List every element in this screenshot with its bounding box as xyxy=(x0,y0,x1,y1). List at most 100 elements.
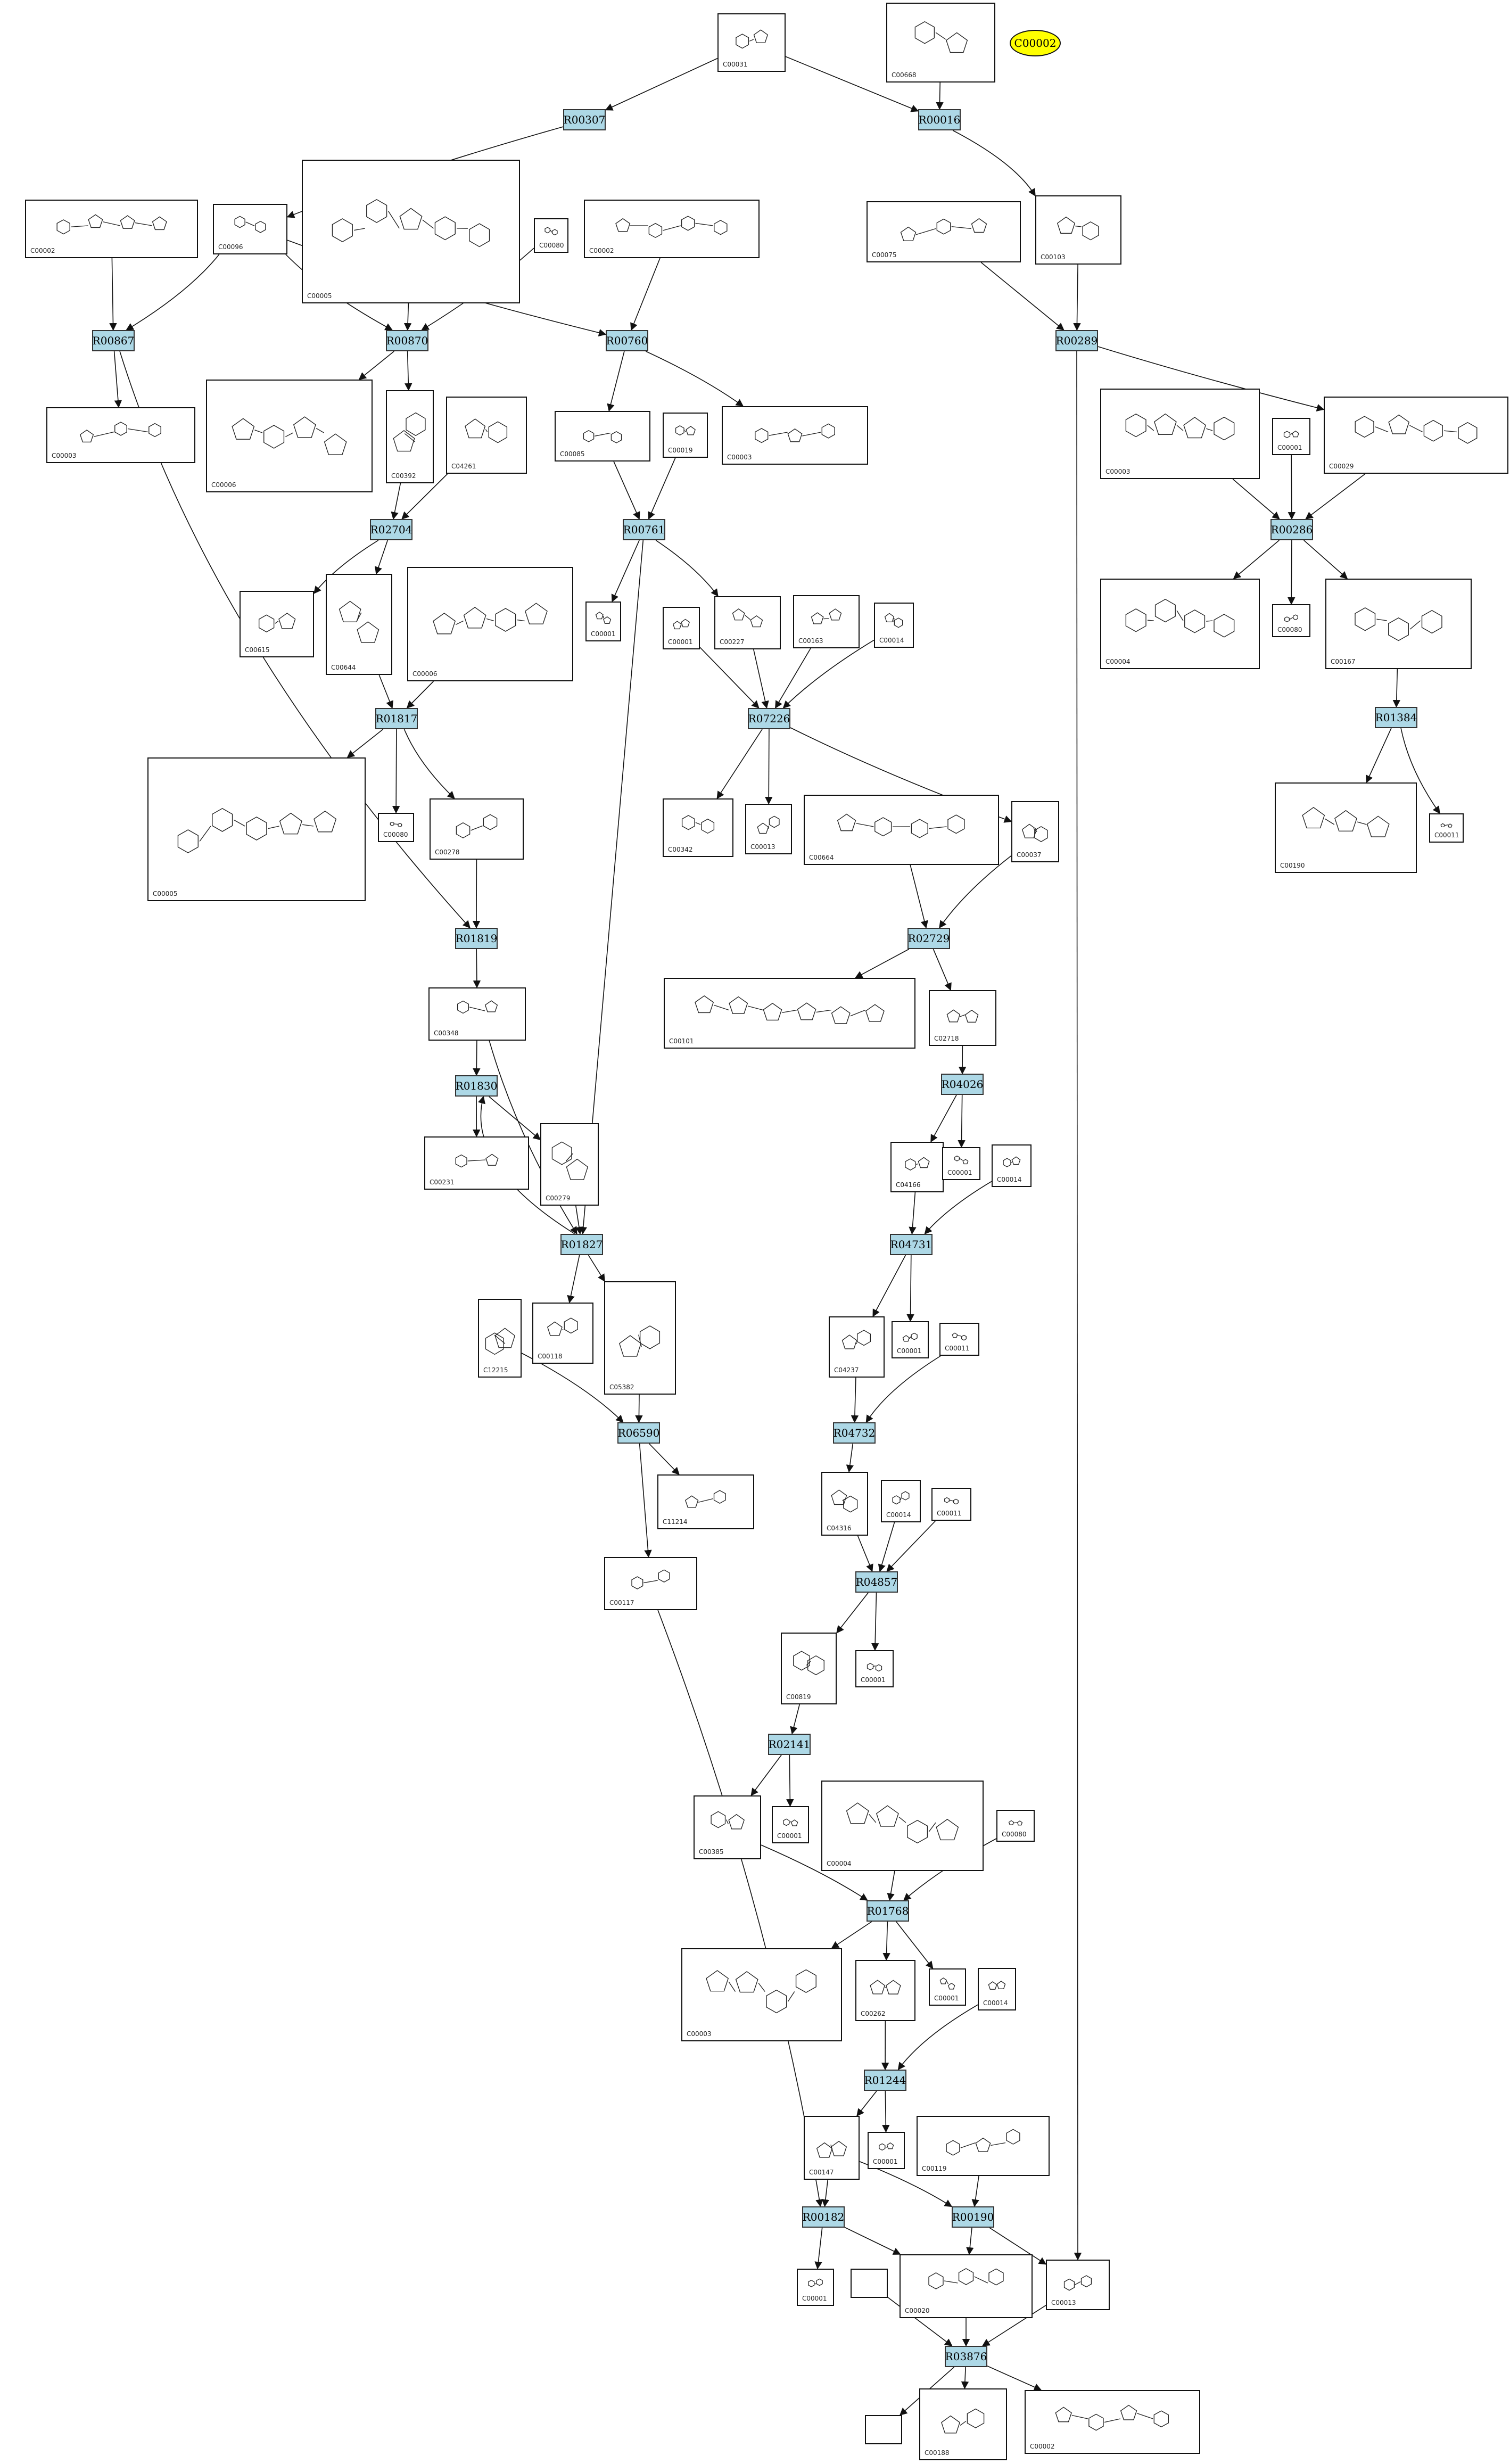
compound-node[interactable]: C00080 xyxy=(378,813,414,842)
compound-node[interactable] xyxy=(851,2269,888,2298)
reaction-node[interactable]: R02141 xyxy=(768,1734,811,1755)
reaction-node[interactable]: R00760 xyxy=(606,330,648,351)
compound-node[interactable]: C00080 xyxy=(534,218,568,253)
reaction-node[interactable]: R00870 xyxy=(386,330,428,351)
compound-node[interactable]: C04166 xyxy=(890,1142,944,1192)
compound-node[interactable]: C04316 xyxy=(821,1472,868,1536)
compound-node[interactable]: C00004 xyxy=(1100,579,1260,669)
compound-node[interactable]: C02718 xyxy=(929,990,996,1046)
compound-node[interactable]: C00190 xyxy=(1275,782,1417,873)
compound-node[interactable]: C00188 xyxy=(919,2388,1007,2460)
compound-node[interactable]: C00819 xyxy=(781,1633,837,1704)
reaction-node[interactable]: R00867 xyxy=(92,330,135,351)
compound-node[interactable]: C00085 xyxy=(555,411,650,462)
compound-node[interactable]: C00664 xyxy=(804,795,999,865)
compound-node[interactable]: C00006 xyxy=(206,380,373,492)
compound-node[interactable]: C00013 xyxy=(1046,2260,1110,2310)
compound-node[interactable]: C00014 xyxy=(881,1480,921,1522)
compound-node[interactable]: C00147 xyxy=(804,2116,860,2180)
compound-node[interactable]: C00342 xyxy=(663,798,733,857)
reaction-node[interactable]: R07226 xyxy=(748,708,790,729)
compound-node[interactable]: C00014 xyxy=(978,1968,1016,2010)
compound-node[interactable]: C00615 xyxy=(240,591,314,657)
compound-node[interactable]: C00163 xyxy=(793,595,860,648)
reaction-node[interactable]: R00182 xyxy=(802,2206,845,2228)
compound-node[interactable]: C00013 xyxy=(745,804,792,854)
compound-node[interactable]: C00644 xyxy=(326,574,392,675)
reaction-node[interactable]: R01830 xyxy=(455,1075,498,1097)
reaction-node[interactable]: R01827 xyxy=(560,1234,603,1255)
reaction-node[interactable]: R00761 xyxy=(623,519,665,540)
compound-node[interactable]: C00031 xyxy=(717,13,786,72)
compound-node[interactable]: C00001 xyxy=(892,1321,929,1358)
reaction-node[interactable]: R00016 xyxy=(918,109,961,130)
reaction-node[interactable]: R03876 xyxy=(945,2346,987,2367)
compound-node[interactable]: C00001 xyxy=(929,1968,966,2006)
compound-node[interactable]: C04261 xyxy=(446,397,527,474)
compound-node[interactable]: C00075 xyxy=(867,201,1021,262)
compound-node[interactable]: C00004 xyxy=(821,1781,984,1871)
reaction-node[interactable]: R00286 xyxy=(1270,519,1313,540)
compound-node[interactable]: C00668 xyxy=(886,3,995,83)
reaction-node[interactable]: R04857 xyxy=(855,1571,898,1593)
compound-node[interactable]: C00167 xyxy=(1325,579,1472,669)
compound-node[interactable]: C00019 xyxy=(663,413,708,458)
compound-node[interactable]: C00005 xyxy=(147,757,366,901)
reaction-node[interactable]: R06590 xyxy=(617,1422,660,1444)
compound-node[interactable]: C00011 xyxy=(939,1323,979,1356)
reaction-node[interactable]: R01817 xyxy=(375,708,418,729)
compound-node[interactable]: C00117 xyxy=(604,1557,697,1610)
compound-node[interactable]: C00029 xyxy=(1324,397,1508,474)
compound-node[interactable]: C00001 xyxy=(663,607,700,649)
compound-node[interactable]: C00385 xyxy=(694,1795,761,1859)
compound-node[interactable]: C00003 xyxy=(722,406,868,465)
compound-node[interactable]: C00001 xyxy=(855,1650,894,1687)
compound-node[interactable]: C04237 xyxy=(829,1316,885,1378)
compound-node[interactable]: C00002 xyxy=(584,200,760,258)
compound-node[interactable]: C00001 xyxy=(585,601,621,641)
reaction-node[interactable]: R01384 xyxy=(1375,707,1417,728)
compound-node[interactable]: C00262 xyxy=(855,1960,915,2021)
reaction-node[interactable]: R04026 xyxy=(941,1074,984,1095)
compound-node[interactable]: C00227 xyxy=(714,596,781,649)
compound-node[interactable]: C00001 xyxy=(772,1806,809,1843)
compound-node[interactable]: C00002 xyxy=(25,200,198,258)
highlighted-compound-c00002[interactable]: C00002 xyxy=(1010,30,1061,56)
compound-node[interactable]: C00014 xyxy=(992,1144,1032,1187)
reaction-node[interactable]: R01819 xyxy=(455,928,498,949)
compound-node[interactable]: C12215 xyxy=(478,1299,522,1378)
compound-node[interactable]: C00096 xyxy=(213,204,287,254)
compound-node[interactable]: C00003 xyxy=(1100,389,1260,479)
compound-node[interactable]: C00119 xyxy=(917,2116,1050,2176)
compound-node[interactable]: C00020 xyxy=(900,2254,1033,2318)
compound-node[interactable]: C00003 xyxy=(681,1948,842,2041)
compound-node[interactable]: C00011 xyxy=(1429,813,1464,843)
compound-node[interactable]: C00001 xyxy=(942,1147,980,1180)
compound-node[interactable]: C00011 xyxy=(931,1488,971,1521)
compound-node[interactable]: C00279 xyxy=(540,1123,599,1206)
compound-node[interactable]: C00006 xyxy=(407,567,573,681)
compound-node[interactable] xyxy=(865,2415,902,2444)
compound-node[interactable]: C00005 xyxy=(302,160,520,303)
reaction-node[interactable]: R02729 xyxy=(907,928,950,949)
reaction-node[interactable]: R04732 xyxy=(833,1422,876,1444)
compound-node[interactable]: C00037 xyxy=(1011,801,1059,862)
compound-node[interactable]: C00278 xyxy=(430,798,524,860)
compound-node[interactable]: C00001 xyxy=(1272,418,1310,455)
compound-node[interactable]: C00103 xyxy=(1035,195,1121,265)
reaction-node[interactable]: R00307 xyxy=(563,109,606,130)
compound-node[interactable]: C00118 xyxy=(532,1303,593,1364)
compound-node[interactable]: C00001 xyxy=(797,2269,834,2306)
compound-node[interactable]: C00002 xyxy=(1025,2390,1200,2454)
reaction-node[interactable]: R00190 xyxy=(952,2206,994,2228)
reaction-node[interactable]: R02704 xyxy=(370,519,412,540)
compound-node[interactable]: C00101 xyxy=(664,978,915,1049)
reaction-node[interactable]: R00289 xyxy=(1055,330,1098,351)
compound-node[interactable]: C00348 xyxy=(428,987,526,1041)
compound-node[interactable]: C00080 xyxy=(996,1810,1035,1842)
compound-node[interactable]: C00003 xyxy=(46,407,195,463)
compound-node[interactable]: C00001 xyxy=(868,2132,905,2169)
compound-node[interactable]: C00080 xyxy=(1272,604,1310,637)
reaction-node[interactable]: R04731 xyxy=(890,1234,933,1255)
compound-node[interactable]: C05382 xyxy=(604,1281,676,1395)
